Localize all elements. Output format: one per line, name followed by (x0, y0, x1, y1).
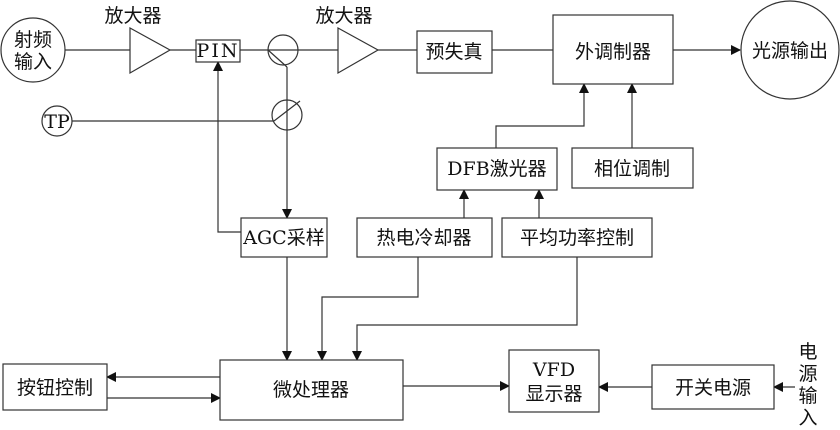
power-input-label: 电 源 输 入 (798, 341, 817, 429)
svg-text:相位调制: 相位调制 (594, 158, 670, 180)
rf-input-label-2: 输入 (14, 51, 52, 73)
phase-modulation-block: 相位调制 (571, 147, 694, 189)
arrow-agc-pin (213, 61, 241, 233)
svg-text:开关电源: 开关电源 (675, 377, 751, 399)
amplifier-icon (337, 26, 380, 75)
arrow-dfb-modulator (495, 83, 589, 148)
pin-attenuator: PIN (195, 39, 241, 63)
connectors (65, 45, 795, 403)
amplifier-2: 放大器 (315, 5, 380, 75)
svg-text:外调制器: 外调制器 (575, 41, 651, 63)
amplifier-icon (129, 26, 172, 75)
apc-block: 平均功率控制 (501, 217, 653, 258)
svg-text:显示器: 显示器 (525, 383, 582, 405)
svg-text:热电冷却器: 热电冷却器 (376, 227, 471, 249)
predistortion-block: 预失真 (416, 30, 493, 74)
svg-text:微处理器: 微处理器 (273, 379, 349, 401)
amplifier-2-label: 放大器 (315, 5, 372, 27)
light-output-node: 光源输出 (740, 0, 840, 100)
svg-text:输: 输 (798, 385, 817, 407)
microprocessor-block: 微处理器 (219, 359, 404, 421)
svg-text:预失真: 预失真 (425, 41, 482, 63)
external-modulator-block: 外调制器 (552, 14, 674, 85)
arrow-apc-mcu (352, 257, 578, 361)
amplifier-1: 放大器 (104, 5, 172, 75)
button-control-block: 按钮控制 (2, 363, 108, 411)
dfb-laser-block: DFB激光器 (436, 147, 558, 191)
svg-text:平均功率控制: 平均功率控制 (520, 227, 634, 249)
svg-text:入: 入 (798, 407, 817, 429)
coupler-2 (271, 99, 303, 131)
svg-text:AGC采样: AGC采样 (242, 227, 324, 249)
svg-text:光源输出: 光源输出 (752, 40, 828, 62)
pin-label: PIN (197, 40, 240, 62)
amplifier-1-label: 放大器 (104, 5, 161, 27)
vfd-display-block: VFD 显示器 (508, 349, 600, 413)
coupler-1 (267, 34, 299, 68)
tec-block: 热电冷却器 (356, 217, 493, 258)
tp-node: TP (41, 105, 73, 137)
svg-text:DFB激光器: DFB激光器 (447, 158, 546, 180)
svg-text:按钮控制: 按钮控制 (17, 377, 93, 399)
svg-text:源: 源 (798, 363, 817, 385)
agc-sampling-block: AGC采样 (240, 217, 328, 258)
rf-input-node: 射频 输入 (0, 17, 66, 83)
svg-text:电: 电 (798, 341, 817, 363)
svg-text:VFD: VFD (532, 359, 575, 381)
arrow-tec-mcu (317, 257, 419, 361)
tp-label: TP (44, 111, 70, 133)
switching-power-block: 开关电源 (651, 364, 775, 410)
rf-input-label-1: 射频 (14, 29, 52, 51)
